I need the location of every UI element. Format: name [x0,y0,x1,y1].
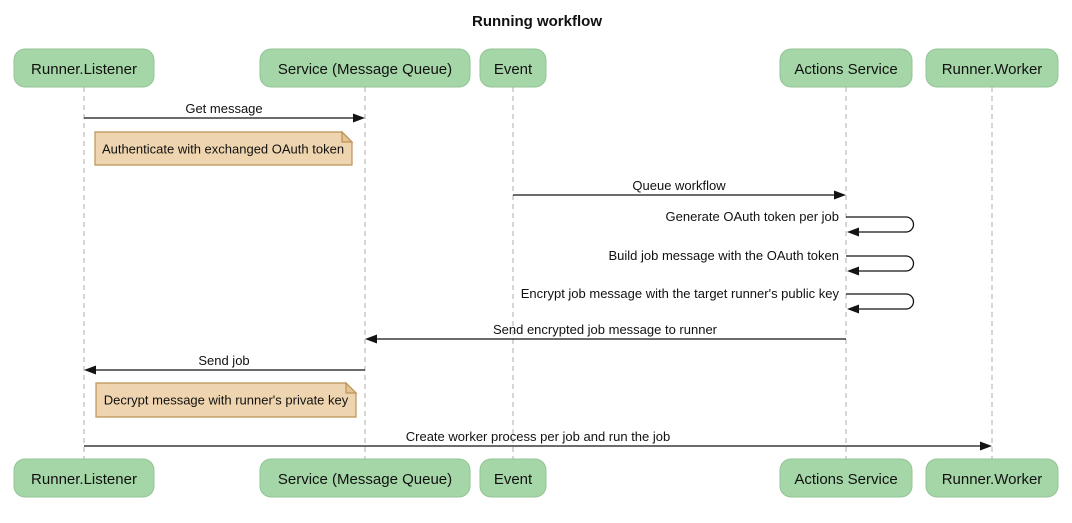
participant-top-runner-worker: Runner.Worker [925,48,1059,88]
self-loop-line [846,293,915,310]
arrowhead-left-icon [365,334,377,344]
note-fold-corner-icon [345,381,358,394]
participant-box [259,458,471,498]
participant-box [13,48,155,88]
participant-top-runner-listener: Runner.Listener [13,48,155,88]
participant-box [779,458,913,498]
message-create-worker-process: Create worker process per job and run th… [84,429,992,451]
diagram-title: Running workflow [472,13,602,30]
participant-label: Event [494,61,533,78]
participant-box [479,48,547,88]
arrowhead-right-icon [353,113,365,123]
message-label: Build job message with the OAuth token [608,248,839,263]
participant-box [259,48,471,88]
self-message-generate-oauth-token: Generate OAuth token per job [666,209,915,237]
message-label: Generate OAuth token per job [666,209,839,224]
participant-bottom-actions-service: Actions Service [779,458,913,498]
participant-box [13,458,155,498]
note-decrypt: Decrypt message with runner's private ke… [95,381,358,418]
participant-bottom-runner-worker: Runner.Worker [925,458,1059,498]
participant-box [779,48,913,88]
arrowhead-left-icon [847,304,859,314]
self-message-encrypt-job-message: Encrypt job message with the target runn… [521,286,915,314]
participant-top-event: Event [479,48,547,88]
participant-box [479,458,547,498]
participant-label: Service (Message Queue) [278,471,452,488]
arrowhead-left-icon [84,365,96,375]
note-background [95,382,357,418]
message-queue-workflow: Queue workflow [513,178,846,200]
note-background [94,131,353,166]
message-send-job: Send job [84,353,365,375]
self-loop-line [846,255,915,272]
message-label: Create worker process per job and run th… [406,429,670,444]
arrowhead-right-icon [834,190,846,200]
note-text: Authenticate with exchanged OAuth token [102,142,344,157]
note-fold-corner-icon [341,130,354,143]
message-label: Send encrypted job message to runner [493,322,718,337]
participant-label: Actions Service [794,61,897,78]
message-send-encrypted-job: Send encrypted job message to runner [365,322,846,344]
participant-label: Event [494,471,533,488]
message-label: Get message [185,101,262,116]
participant-box [925,48,1059,88]
message-label: Encrypt job message with the target runn… [521,286,840,301]
participant-label: Runner.Listener [31,61,137,78]
participant-top-service-message-queue: Service (Message Queue) [259,48,471,88]
participant-label: Runner.Listener [31,471,137,488]
participant-box [925,458,1059,498]
arrowhead-left-icon [847,227,859,237]
participant-label: Service (Message Queue) [278,61,452,78]
message-label: Send job [198,353,249,368]
participant-label: Runner.Worker [942,471,1043,488]
note-text: Decrypt message with runner's private ke… [104,393,349,408]
participant-label: Actions Service [794,471,897,488]
participant-top-actions-service: Actions Service [779,48,913,88]
arrowhead-left-icon [847,266,859,276]
self-loop-line [846,216,915,233]
message-get-message: Get message [84,101,365,123]
note-authenticate: Authenticate with exchanged OAuth token [94,130,354,166]
participant-bottom-runner-listener: Runner.Listener [13,458,155,498]
participant-label: Runner.Worker [942,61,1043,78]
participant-bottom-service-message-queue: Service (Message Queue) [259,458,471,498]
arrowhead-right-icon [980,441,992,451]
participant-bottom-event: Event [479,458,547,498]
self-message-build-job-message: Build job message with the OAuth token [608,248,915,276]
message-label: Queue workflow [632,178,726,193]
